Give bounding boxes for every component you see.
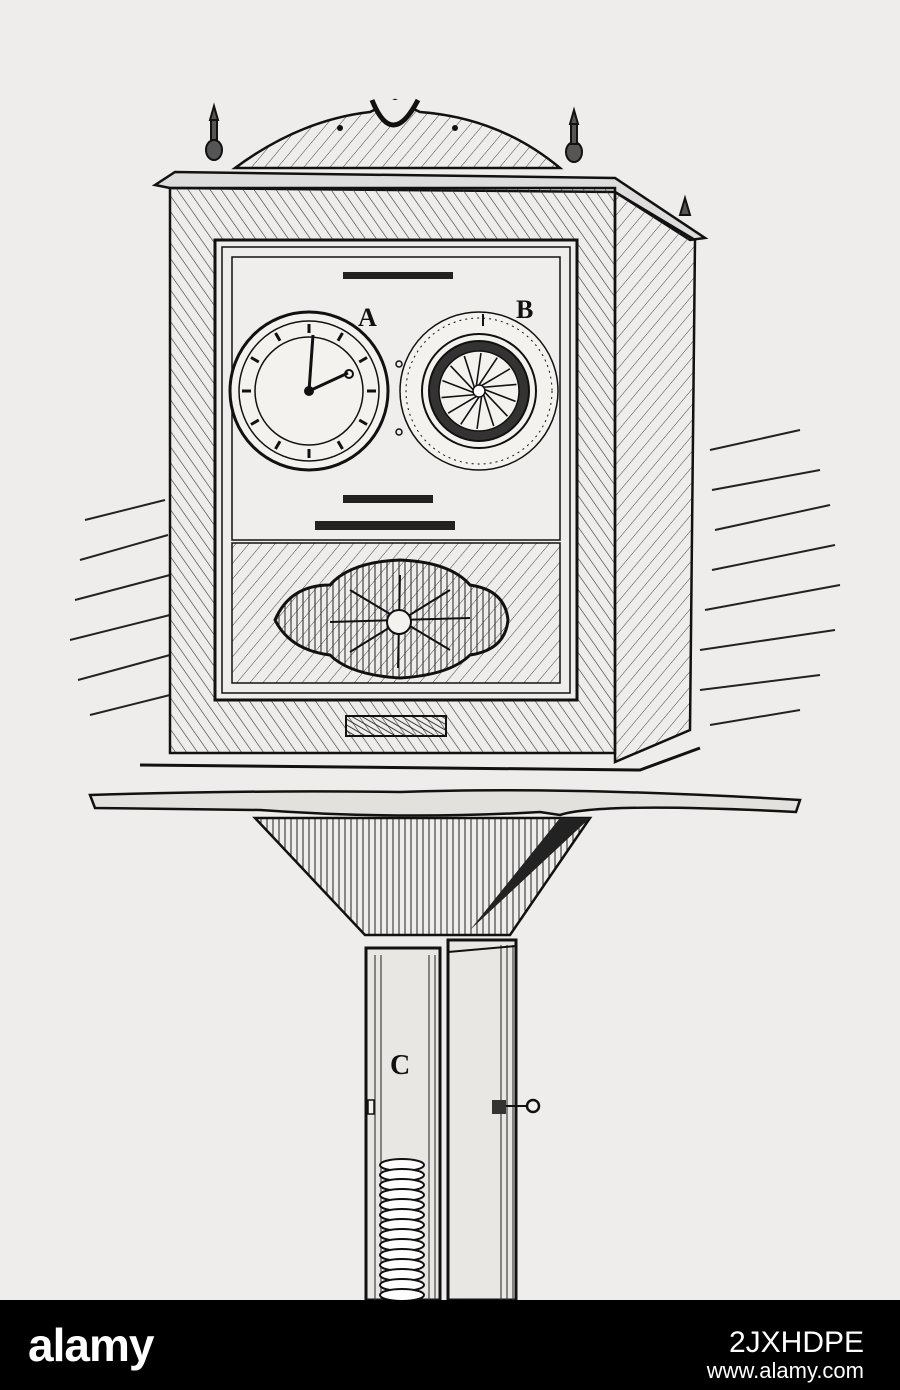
engraving-illustration: A B C — [69, 98, 841, 1302]
support-bracket — [252, 816, 593, 937]
image-id: 2JXHDPE — [728, 1326, 864, 1359]
label-a: A — [358, 303, 377, 332]
sun-center — [386, 609, 412, 635]
watermark-banner: alamy 2JXHDPE www.alamy.com — [0, 1300, 900, 1390]
nameplate — [345, 715, 447, 737]
dial-inscriptions — [315, 272, 455, 530]
case-side — [613, 189, 697, 764]
background-shading — [69, 429, 841, 726]
clock-pediment — [231, 98, 564, 170]
logo-text: alamy — [28, 1319, 154, 1371]
website-url: www.alamy.com — [706, 1358, 864, 1383]
support-column — [364, 938, 541, 1302]
clock-engraving: A B C — [69, 98, 841, 1302]
label-b: B — [516, 295, 533, 324]
finials — [205, 102, 692, 216]
shelf — [88, 788, 802, 817]
label-c: C — [390, 1050, 410, 1081]
clock-dial-b — [399, 311, 559, 471]
clock-dial-a — [228, 310, 390, 472]
